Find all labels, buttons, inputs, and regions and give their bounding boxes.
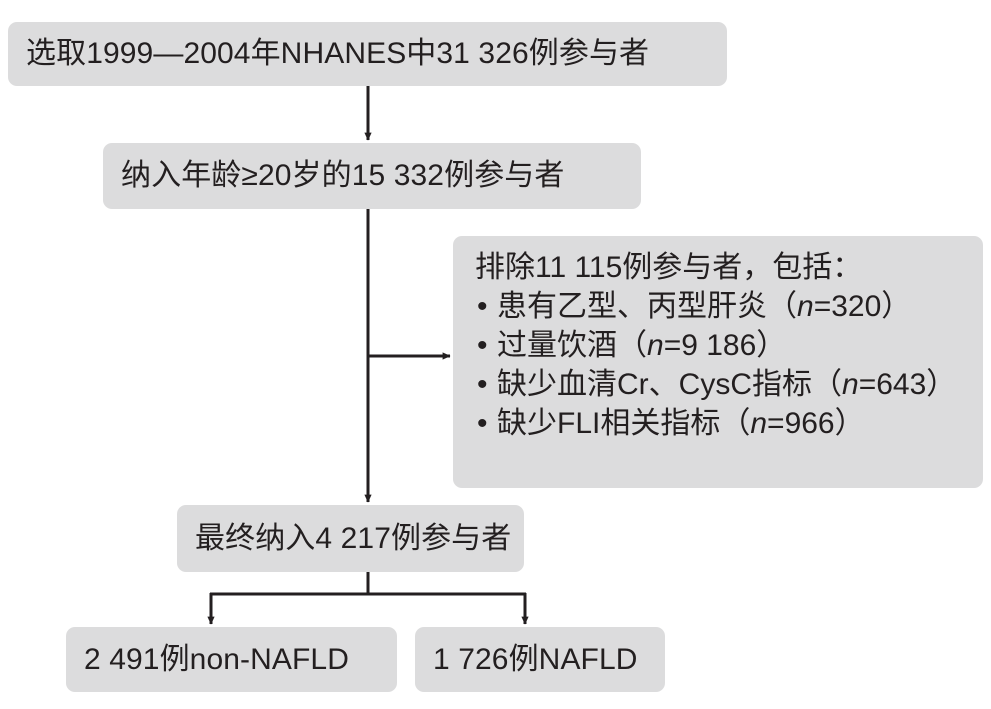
excluded-item-stat-value: =643） xyxy=(858,367,957,401)
node-final-cohort: 最终纳入4 217例参与者 xyxy=(177,505,524,572)
excluded-item-label: 缺少血清Cr、CysC指标（ xyxy=(497,367,842,401)
excluded-item-stat-value: =320） xyxy=(813,289,912,323)
list-item: • 患有乙型、丙型肝炎（n=320） xyxy=(475,287,983,326)
node-screened-label: 选取1999—2004年NHANES中31 326例参与者 xyxy=(26,37,650,71)
node-non-nafld-group: 2 491例non-NAFLD xyxy=(66,627,397,692)
list-item: • 缺少FLI相关指标（n=966） xyxy=(475,404,983,443)
node-eligible-label: 纳入年龄≥20岁的15 332例参与者 xyxy=(121,159,565,193)
excluded-item-stat-var: n xyxy=(842,367,859,401)
excluded-item-label: 过量饮酒（ xyxy=(497,328,647,362)
node-final-label: 最终纳入4 217例参与者 xyxy=(195,521,512,555)
node-nafld-label: 1 726例NAFLD xyxy=(433,642,638,676)
node-excluded-participants: 排除11 115例参与者，包括： •患有乙型、丙型肝炎（n=320） •过量饮酒… xyxy=(453,236,983,488)
node-nafld-group: 1 726例NAFLD xyxy=(415,627,665,692)
excluded-item-label: 患有乙型、丙型肝炎（ xyxy=(497,289,797,323)
node-eligible-participants: 纳入年龄≥20岁的15 332例参与者 xyxy=(103,143,641,209)
excluded-item-stat-value: =966） xyxy=(767,406,865,440)
excluded-reason-list: •患有乙型、丙型肝炎（n=320） •过量饮酒（n=9 186） •缺少血清Cr… xyxy=(475,287,983,443)
excluded-item-stat-var: n xyxy=(797,289,814,323)
list-item: • 过量饮酒（n=9 186） xyxy=(475,326,983,365)
excluded-item-stat-value: =9 186） xyxy=(663,328,787,362)
excluded-item-stat-var: n xyxy=(647,328,664,362)
node-screened-participants: 选取1999—2004年NHANES中31 326例参与者 xyxy=(8,22,727,86)
excluded-item-label: 缺少FLI相关指标（ xyxy=(497,406,751,440)
excluded-heading: 排除11 115例参与者，包括： xyxy=(475,251,863,284)
bullet-icon: • xyxy=(477,328,488,362)
bullet-icon: • xyxy=(477,367,488,401)
list-item: • 缺少血清Cr、CysC指标（n=643） xyxy=(475,365,983,404)
excluded-item-stat-var: n xyxy=(750,406,768,440)
node-non-nafld-label: 2 491例non-NAFLD xyxy=(84,642,349,676)
bullet-icon: • xyxy=(477,406,488,440)
bullet-icon: • xyxy=(477,289,488,323)
